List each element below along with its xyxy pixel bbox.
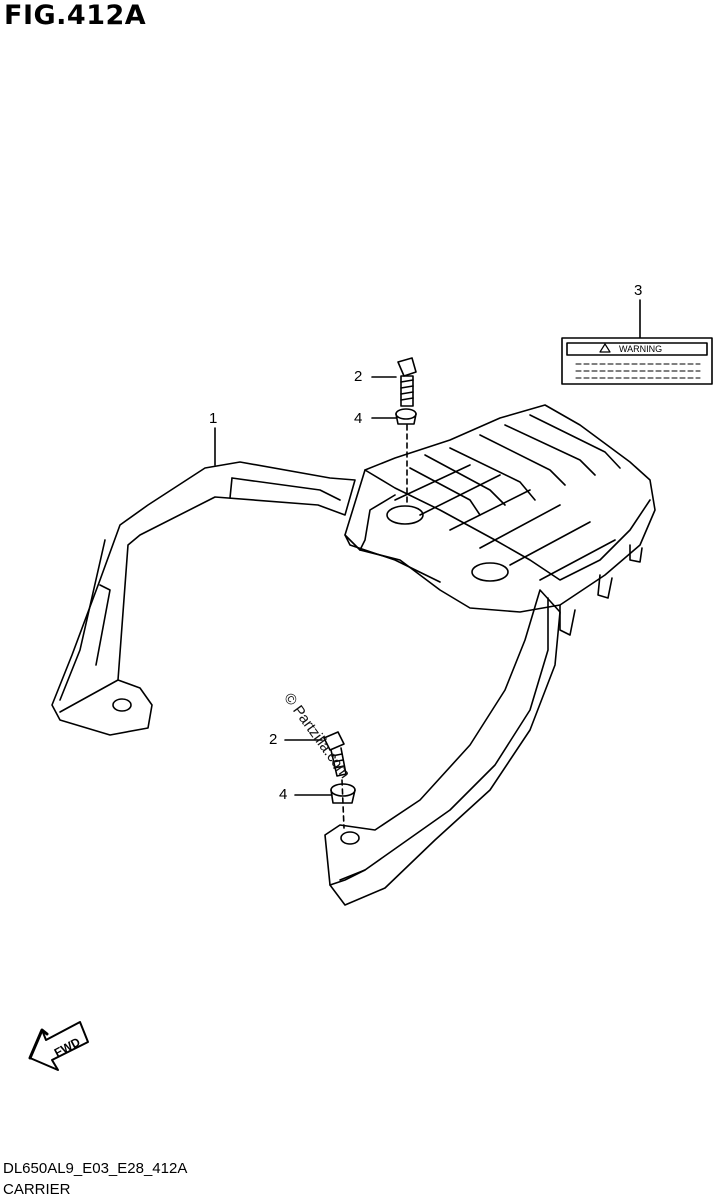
callout-2-upper: 2 bbox=[354, 368, 363, 385]
callout-1: 1 bbox=[209, 410, 218, 427]
bolt-lower bbox=[323, 731, 347, 777]
warning-label-text: WARNING bbox=[619, 344, 662, 354]
figure-name: CARRIER bbox=[3, 1181, 71, 1198]
callout-2-lower: 2 bbox=[269, 731, 278, 748]
callout-3: 3 bbox=[634, 282, 643, 299]
carrier-left-arm bbox=[51, 461, 356, 736]
leader-lines bbox=[214, 299, 641, 829]
washer-lower bbox=[330, 783, 356, 804]
carrier-rack-platform bbox=[344, 404, 656, 636]
figure-title: FIG.412A bbox=[4, 0, 147, 31]
washer-upper bbox=[395, 408, 417, 425]
callout-4-lower: 4 bbox=[279, 786, 288, 803]
warning-label bbox=[561, 337, 713, 385]
fwd-arrow bbox=[28, 1021, 89, 1071]
bolt-upper bbox=[397, 357, 417, 407]
carrier-right-arm bbox=[324, 589, 561, 906]
callout-4-upper: 4 bbox=[354, 410, 363, 427]
figure-code: DL650AL9_E03_E28_412A bbox=[3, 1160, 188, 1177]
